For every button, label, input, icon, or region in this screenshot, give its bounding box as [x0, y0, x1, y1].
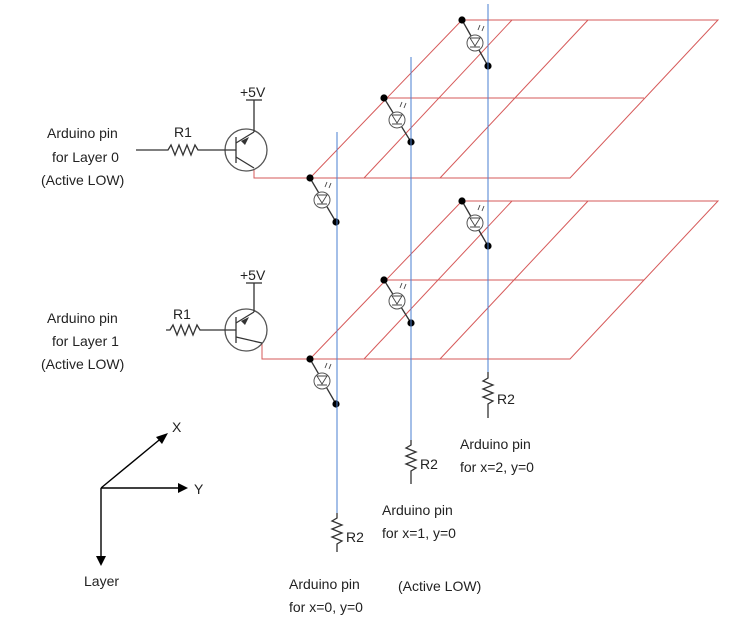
svg-text:for x=1, y=0: for x=1, y=0 — [382, 525, 456, 541]
columns-active-low-note: (Active LOW) — [398, 578, 481, 594]
svg-text:for Layer 0: for Layer 0 — [52, 149, 119, 165]
y-axis-arrowhead — [178, 483, 188, 493]
column-resistor-x1 — [404, 440, 418, 484]
layer-1-led-x1 — [380, 276, 415, 327]
layer-1-supply-label: +5V — [240, 267, 266, 283]
layer-axis-label: Layer — [84, 573, 119, 589]
svg-text:for x=0, y=0: for x=0, y=0 — [289, 599, 363, 615]
svg-text:Arduino pin: Arduino pin — [382, 502, 453, 518]
layer-1-grid — [308, 200, 720, 360]
svg-text:(Active LOW): (Active LOW) — [41, 172, 124, 188]
svg-text:Arduino pin: Arduino pin — [460, 436, 531, 452]
layer-0-transistor — [212, 99, 268, 172]
column-wires — [336, 4, 489, 513]
column-x1-pin-label: Arduino pin for x=1, y=0 — [382, 502, 456, 541]
svg-text:for x=2, y=0: for x=2, y=0 — [460, 459, 534, 475]
layer-0-pin-label: Arduino pin for Layer 0 (Active LOW) — [41, 125, 124, 188]
x-axis-arrowhead — [156, 433, 168, 444]
layer-axis-arrowhead — [96, 556, 106, 566]
layer-1-transistor — [212, 282, 268, 352]
svg-text:Arduino pin: Arduino pin — [47, 125, 118, 141]
column-resistor-x2 — [481, 372, 495, 418]
axes-indicator — [96, 433, 188, 566]
layer-0-r1-label: R1 — [174, 124, 192, 140]
column-x2-pin-label: Arduino pin for x=2, y=0 — [460, 436, 534, 475]
svg-text:Arduino pin: Arduino pin — [47, 310, 118, 326]
layer-0-led-x2 — [458, 16, 492, 70]
layer-1-base-resistor — [166, 323, 212, 337]
column-resistor-x0 — [330, 513, 344, 552]
layer-1-pin-label: Arduino pin for Layer 1 (Active LOW) — [41, 310, 124, 372]
y-axis-label: Y — [194, 481, 204, 497]
layer-1-collector-wire — [261, 343, 310, 360]
column-x1-r2-label: R2 — [420, 456, 438, 472]
layer-1-led-x2 — [458, 197, 492, 250]
svg-text:(Active LOW): (Active LOW) — [41, 356, 124, 372]
svg-text:for Layer 1: for Layer 1 — [52, 333, 119, 349]
layer-0-group — [136, 16, 720, 226]
layer-0-grid — [308, 19, 720, 179]
x-axis-label: X — [172, 419, 182, 435]
column-x0-r2-label: R2 — [346, 529, 364, 545]
svg-text:Arduino pin: Arduino pin — [289, 576, 360, 592]
layer-0-led-x0 — [306, 174, 340, 226]
layer-1-r1-label: R1 — [173, 306, 191, 322]
layer-1-led-x0 — [306, 355, 340, 408]
column-x2-r2-label: R2 — [497, 391, 515, 407]
layer-0-base-resistor — [136, 143, 212, 157]
layer-1-group — [166, 197, 720, 408]
column-x0-pin-label: Arduino pin for x=0, y=0 — [289, 576, 363, 615]
layer-0-supply-label: +5V — [240, 84, 266, 100]
layer-0-led-x1 — [380, 94, 415, 146]
